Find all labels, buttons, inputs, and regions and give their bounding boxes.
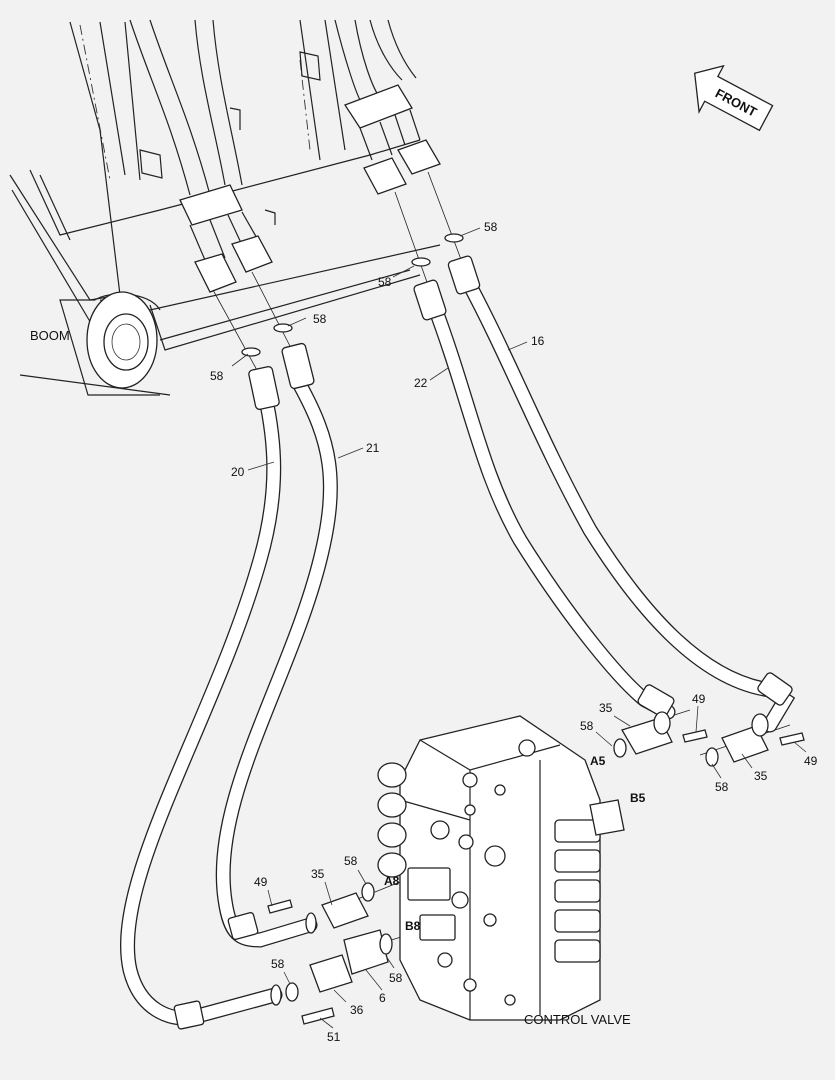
o-ring-58: [444, 233, 464, 243]
callout-49: 49: [254, 875, 268, 889]
control-valve: [377, 715, 625, 1021]
port-a5: A5: [590, 754, 606, 768]
o-ring-58: [361, 882, 375, 902]
hose-nut-16-upper: [397, 139, 441, 175]
callout-49: 49: [804, 754, 818, 768]
o-ring-58: [241, 347, 261, 357]
hose-nut-20-upper: [194, 253, 237, 293]
callout-20: 20: [231, 465, 245, 479]
control-valve-label: CONTROL VALVE: [524, 1012, 631, 1027]
o-ring-58: [411, 257, 431, 267]
hoses: [120, 272, 796, 1026]
o-ring-58: [379, 933, 393, 955]
callout-58: 58: [271, 957, 285, 971]
callout-36: 36: [350, 1003, 364, 1017]
bolt-49: [779, 732, 805, 746]
flange-36: [309, 954, 353, 993]
hose-21-upper-fitting: [281, 342, 315, 390]
valve-connections: [267, 711, 805, 1025]
callout-58: 58: [378, 275, 392, 289]
callout-35: 35: [311, 867, 325, 881]
leader-lines: [231, 227, 807, 1029]
callout-35: 35: [754, 769, 768, 783]
boom-pipes: [129, 19, 441, 293]
hose-22-lower-fitting: [637, 684, 675, 718]
callout-51: 51: [327, 1030, 341, 1044]
callout-58: 58: [344, 854, 358, 868]
flange-35-a8: [321, 892, 369, 929]
o-ring-58: [285, 982, 299, 1002]
hose-fittings: [173, 255, 793, 1030]
callout-58: 58: [715, 780, 729, 794]
hose-nut-21-upper: [231, 235, 273, 273]
pipe-clamp-right: [344, 84, 413, 129]
callout-21: 21: [366, 441, 380, 455]
callout-58: 58: [484, 220, 498, 234]
bolt-49: [682, 729, 708, 743]
callout-58: 58: [580, 719, 594, 733]
callout-6: 6: [379, 991, 386, 1005]
callout-58: 58: [210, 369, 224, 383]
bolt-49: [267, 899, 293, 914]
pipe-clamp-left: [179, 184, 243, 226]
front-arrow-icon: FRONT: [693, 64, 774, 132]
callout-22: 22: [414, 376, 428, 390]
boom-label: BOOM: [30, 328, 70, 343]
o-rings-boom: [241, 233, 464, 357]
port-b8: B8: [405, 919, 421, 933]
hose-nut-22-upper: [363, 157, 407, 195]
hose-22-upper-fitting: [413, 279, 447, 321]
callout-16: 16: [531, 334, 545, 348]
hose-16-upper-fitting: [447, 255, 481, 295]
hose-20-lower-fitting: [173, 1000, 205, 1030]
callout-58: 58: [313, 312, 327, 326]
hose-20-upper-fitting: [248, 366, 280, 410]
o-ring-58: [273, 323, 293, 333]
port-b5: B5: [630, 791, 646, 805]
block-6: [343, 929, 389, 975]
o-ring-58: [613, 738, 627, 758]
callout-58: 58: [389, 971, 403, 985]
hose-22: [424, 292, 676, 720]
hose-21-lower-fitting: [227, 912, 259, 940]
bolt-51: [301, 1007, 335, 1025]
callout-49: 49: [692, 692, 706, 706]
hose-16-lower-fitting: [757, 672, 793, 706]
boom-structure: [9, 19, 441, 396]
port-a8: A8: [384, 874, 400, 888]
o-ring-58: [705, 747, 719, 767]
callout-35: 35: [599, 701, 613, 715]
